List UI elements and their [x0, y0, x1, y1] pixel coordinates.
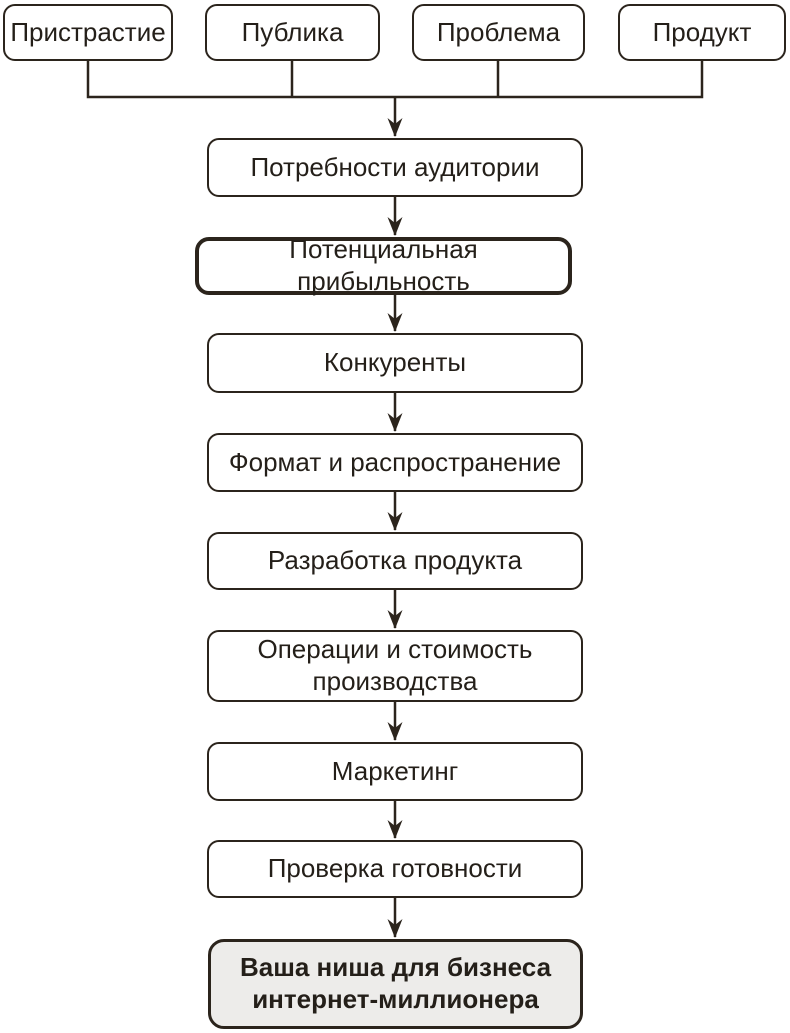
- node-final-niche: Ваша ниша для бизнеса интернет-миллионер…: [208, 939, 583, 1029]
- node-audience-needs: Потребности аудитории: [207, 138, 583, 197]
- node-product-development: Разработка продукта: [207, 532, 583, 590]
- node-format-distribution: Формат и распространение: [207, 433, 583, 492]
- node-readiness-check: Проверка готовности: [207, 840, 583, 898]
- merge-tree-lines: [86, 60, 704, 99]
- node-audience: Публика: [205, 4, 380, 61]
- node-competitors: Конкуренты: [207, 333, 583, 393]
- node-operations-cost: Операции и стоимость производства: [207, 630, 583, 702]
- node-problem: Проблема: [412, 4, 585, 61]
- node-product: Продукт: [618, 4, 786, 61]
- node-passion: Пристрастие: [3, 4, 173, 61]
- node-marketing: Маркетинг: [207, 742, 583, 801]
- node-potential-profitability: Потенциальная прибыльность: [195, 234, 572, 296]
